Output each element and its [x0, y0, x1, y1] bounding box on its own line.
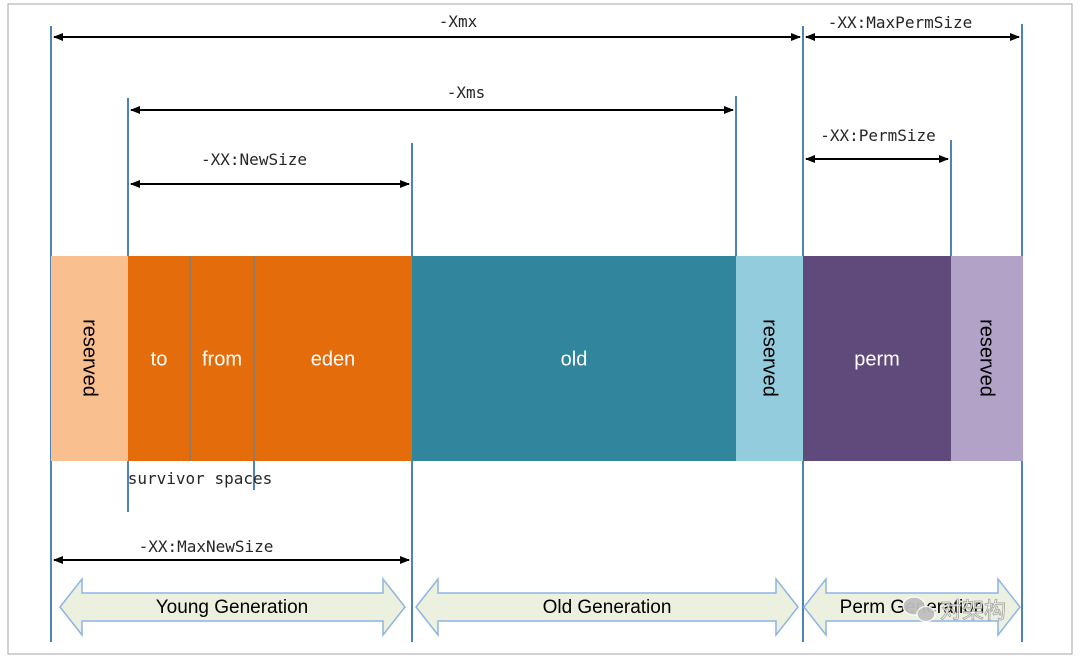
perm-segment: [803, 256, 951, 461]
survivor-spaces-label: survivor spaces: [128, 469, 273, 488]
old-generation-arrow: [415, 576, 799, 638]
old-generation-label: Old Generation: [543, 597, 672, 618]
memory-bar: [51, 256, 1023, 461]
young-segment: [128, 256, 412, 461]
xmx-label: -Xmx: [439, 12, 478, 31]
perm-label: perm: [854, 348, 900, 370]
reserved-right-label: reserved: [976, 319, 998, 397]
old-segment: [412, 256, 736, 461]
reserved-left-segment: [51, 256, 128, 461]
max-new-size-label: -XX:MaxNewSize: [139, 537, 274, 556]
new-size-label: -XX:NewSize: [201, 150, 307, 169]
xms-label: -Xms: [447, 83, 486, 102]
young-generation-label: Young Generation: [156, 597, 308, 618]
generation-labels: Young Generation Old Generation Perm Gen…: [156, 597, 985, 618]
watermark: 对架构: [902, 596, 1006, 623]
max-perm-size-label: -XX:MaxPermSize: [828, 13, 973, 32]
parameter-labels: -Xmx -XX:MaxPermSize -Xms -XX:PermSize -…: [128, 12, 973, 556]
wechat-icon: [902, 596, 936, 623]
old-label: old: [561, 348, 588, 370]
reserved-mid-label: reserved: [759, 319, 781, 397]
frame-border: [7, 3, 1073, 655]
young-generation-arrow: [59, 576, 406, 638]
watermark-text: 对架构: [940, 598, 1006, 623]
from-space-label: from: [202, 348, 242, 370]
generation-arrows: [59, 576, 1021, 638]
reserved-left-label: reserved: [79, 319, 101, 397]
to-space-label: to: [151, 348, 168, 370]
perm-size-label: -XX:PermSize: [820, 126, 936, 145]
dimension-arrows: [53, 33, 1020, 564]
eden-label: eden: [311, 348, 356, 370]
reserved-right-segment: [951, 256, 1023, 461]
segment-labels: reserved to from eden old reserved perm …: [79, 319, 998, 397]
reserved-mid-segment: [736, 256, 803, 461]
